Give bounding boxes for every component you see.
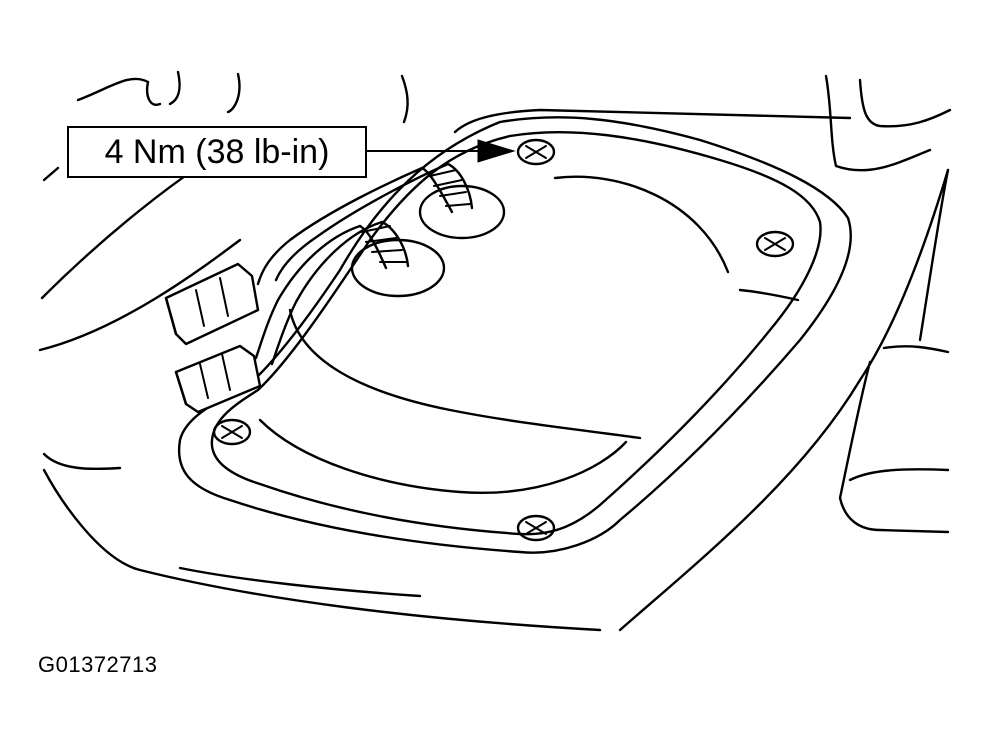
access-plate-rim xyxy=(177,116,852,554)
mounting-bolt-top xyxy=(516,138,556,166)
mounting-bolt-left xyxy=(212,418,252,446)
plate-contours xyxy=(258,175,800,494)
fuel-hoses xyxy=(254,162,474,366)
torque-label: 4 Nm (38 lb-in) xyxy=(104,132,330,171)
callout-leader-arrow xyxy=(366,139,516,163)
body-panel-outline xyxy=(38,70,952,632)
electrical-connectors xyxy=(164,262,262,414)
mounting-bolt-bottom xyxy=(516,514,556,542)
figure-id: G01372713 xyxy=(38,652,158,677)
mounting-bolt-right xyxy=(755,230,795,258)
torque-callout: 4 Nm (38 lb-in) xyxy=(67,126,367,178)
fuel-line-grommets xyxy=(350,184,506,298)
